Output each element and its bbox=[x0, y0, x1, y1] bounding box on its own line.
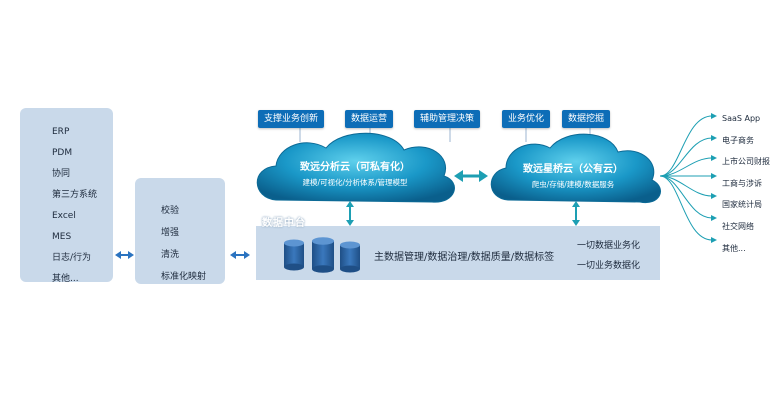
data-sources-panel bbox=[20, 108, 113, 282]
tag-decision-support: 辅助管理决策 bbox=[414, 110, 481, 128]
processing-panel bbox=[135, 178, 225, 284]
data-platform-main-text: 主数据管理/数据治理/数据质量/数据标签 bbox=[374, 252, 555, 263]
external-item: 其他... bbox=[722, 243, 746, 253]
private-cloud-title: 致远分析云（可私有化） bbox=[300, 162, 410, 173]
processing-item: 清洗 bbox=[161, 250, 180, 260]
external-sources-list: SaaS App 电子商务 上市公司财报 工商与涉诉 国家统计局 社交网络 其他… bbox=[722, 108, 770, 259]
database-icon bbox=[284, 237, 360, 273]
data-platform-label: 数据中台 bbox=[262, 218, 306, 229]
double-arrow-icon bbox=[346, 201, 354, 226]
platform-slogan: 一切业务数据化 bbox=[577, 261, 641, 271]
double-arrow-icon bbox=[230, 251, 250, 259]
tag-business-optimization: 业务优化 bbox=[502, 110, 551, 128]
source-item: MES bbox=[52, 232, 72, 242]
processing-item: 标准化映射 bbox=[161, 272, 207, 282]
data-sources-list: ERP PDM 协同 第三方系统 Excel MES 日志/行为 其他... bbox=[52, 122, 97, 290]
external-arrowheads bbox=[711, 113, 717, 243]
external-item: 工商与涉诉 bbox=[722, 178, 762, 188]
source-item: 其他... bbox=[52, 274, 79, 284]
private-cloud-subtitle: 建模/可视化/分析体系/管理模型 bbox=[302, 178, 408, 187]
external-connector-lines bbox=[659, 115, 713, 241]
source-item: ERP bbox=[52, 127, 70, 137]
private-cloud-label: 致远分析云（可私有化） 建模/可视化/分析体系/管理模型 bbox=[270, 158, 440, 188]
processing-list: 校验 增强 清洗 标准化映射 bbox=[161, 200, 206, 288]
external-item: 社交网络 bbox=[722, 221, 754, 231]
source-item: 第三方系统 bbox=[52, 190, 98, 200]
tag-data-operations: 数据运营 bbox=[345, 110, 394, 128]
public-cloud-title: 致远星桥云（公有云） bbox=[523, 164, 623, 175]
double-arrow-icon bbox=[454, 170, 488, 182]
public-cloud-icon bbox=[490, 133, 661, 204]
source-item: PDM bbox=[52, 148, 73, 158]
external-item: 上市公司财报 bbox=[722, 157, 770, 167]
public-cloud-subtitle: 爬虫/存储/建模/数据服务 bbox=[531, 180, 615, 189]
data-platform-slogans: 一切数据业务化 一切业务数据化 bbox=[577, 236, 640, 276]
external-item: 电子商务 bbox=[722, 135, 754, 145]
source-item: 日志/行为 bbox=[52, 253, 92, 263]
public-cloud-label: 致远星桥云（公有云） 爬虫/存储/建模/数据服务 bbox=[498, 160, 648, 190]
external-item: 国家统计局 bbox=[722, 200, 762, 210]
double-arrow-icon bbox=[115, 251, 134, 259]
external-item: SaaS App bbox=[722, 114, 761, 123]
platform-slogan: 一切数据业务化 bbox=[577, 241, 641, 251]
tag-data-mining: 数据挖掘 bbox=[562, 110, 611, 128]
tag-business-innovation: 支撑业务创新 bbox=[258, 110, 325, 128]
source-item: Excel bbox=[52, 211, 76, 221]
processing-item: 校验 bbox=[161, 206, 180, 216]
double-arrow-icon bbox=[572, 201, 580, 226]
processing-item: 增强 bbox=[161, 228, 180, 238]
private-cloud-icon bbox=[256, 132, 455, 203]
source-item: 协同 bbox=[52, 169, 71, 179]
